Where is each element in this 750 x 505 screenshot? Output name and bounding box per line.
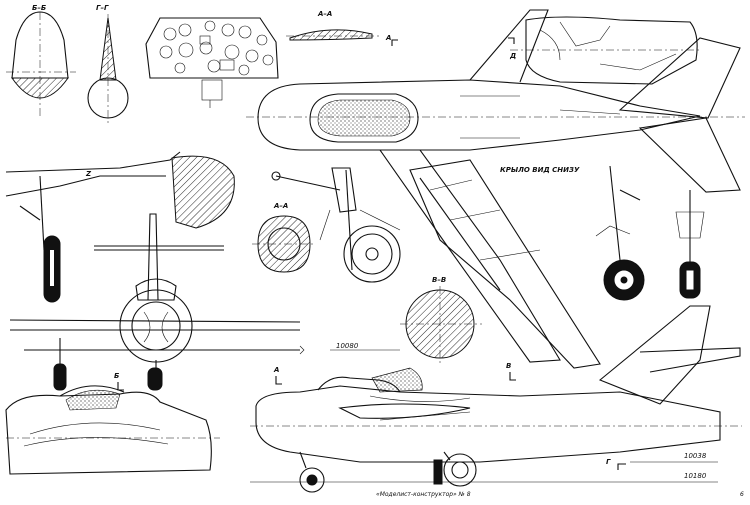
- underwing-note: КРЫЛО ВИД СНИЗУ: [500, 166, 580, 174]
- instrument-panel: [145, 17, 279, 108]
- section-aa-top: А–А А: [286, 10, 398, 46]
- dimension-length-lower: 10180: [684, 472, 707, 480]
- plan-view: [246, 9, 745, 363]
- main-gear-detail-right: [675, 190, 705, 299]
- gear-link-mark: Z: [85, 170, 92, 178]
- marker-a-side: А: [273, 366, 279, 374]
- magazine-caption: «Моделист-конструктор» № 8: [376, 491, 471, 498]
- section-vv-drawing: В–В: [400, 276, 482, 364]
- section-aa-top-label: А–А: [317, 10, 332, 18]
- dimension-length-upper: 10038: [684, 452, 707, 460]
- dimension-span: 10080: [336, 342, 359, 350]
- panel-gauges: [159, 20, 274, 76]
- section-gg-label: Г–Г: [96, 4, 109, 12]
- section-bb-label: Б–Б: [32, 4, 46, 12]
- marker-g: Г: [606, 458, 611, 466]
- gear-retraction-detail: Z: [5, 151, 235, 303]
- underside-wing-view: КРЫЛО ВИД СНИЗУ: [409, 159, 601, 369]
- section-gg-drawing: Г–Г: [87, 4, 129, 124]
- marker-v: В: [506, 362, 511, 370]
- main-gear-detail: [271, 167, 401, 283]
- nose-gear-detail-right: [595, 165, 645, 301]
- marker-a-top: А: [385, 34, 391, 42]
- section-bb-drawing: Б–Б: [6, 4, 76, 118]
- page-mark: 6: [740, 491, 744, 498]
- partial-side-view: Б: [5, 372, 220, 475]
- marker-d: Д: [509, 52, 516, 60]
- section-vv-label: В–В: [432, 276, 446, 284]
- marker-b-front: Б: [114, 372, 119, 380]
- side-view: А В Г 10038 10180: [250, 305, 742, 493]
- section-aa-left: А–А: [252, 202, 316, 273]
- front-view: 10080: [9, 213, 400, 391]
- tail-section-detail: Д: [508, 16, 700, 85]
- section-aa-left-label: А–А: [273, 202, 288, 210]
